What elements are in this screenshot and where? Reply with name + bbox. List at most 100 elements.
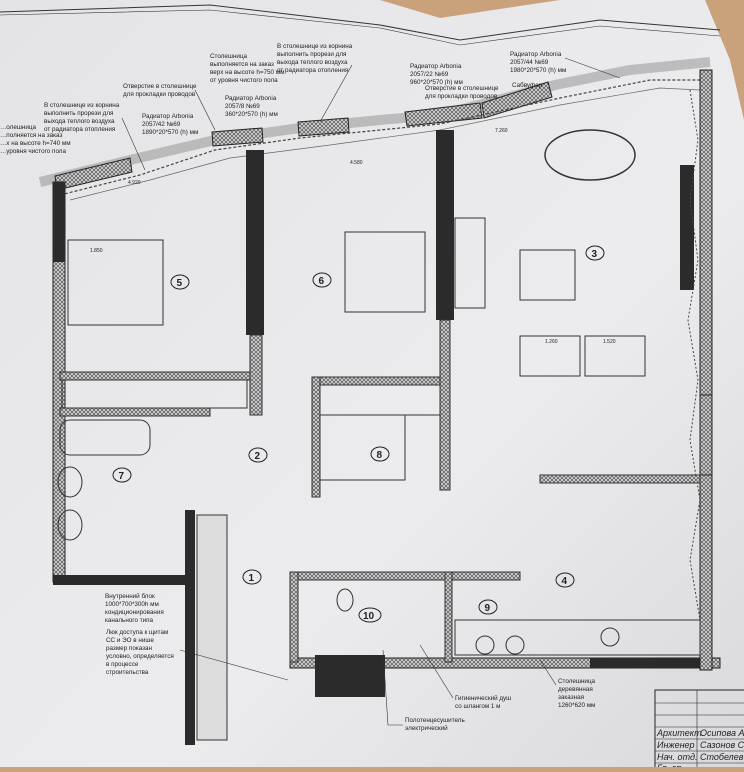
wall-segment [211, 127, 264, 147]
hob-icon [600, 627, 620, 647]
svg-text:…уровня чистого пола: …уровня чистого пола [0, 148, 66, 155]
note-hole-right: Отверстие в столешнице для прокладки про… [425, 85, 499, 100]
title-row: Архитект.Осипова А. [656, 728, 744, 738]
svg-text:Осипова А.: Осипова А. [700, 728, 744, 738]
svg-text:4: 4 [562, 576, 568, 587]
wall-6-low [249, 334, 263, 416]
svg-text:Сазонов С.: Сазонов С. [700, 740, 744, 750]
note-radiator-22: Радиатор Arbonia 2057/22 №69 960*20*570 … [410, 63, 463, 86]
room-8: 8 [370, 446, 390, 462]
site-contour [0, 4, 721, 41]
sink [57, 466, 83, 498]
svg-text:7.260: 7.260 [495, 128, 508, 134]
shaft [315, 655, 385, 697]
svg-text:выхода теплого воздуха: выхода теплого воздуха [277, 59, 348, 66]
bed-room-5 [67, 239, 164, 326]
coffee-table [519, 249, 576, 301]
wall-8-top [314, 376, 446, 386]
svg-text:…олешница: …олешница [0, 124, 36, 131]
svg-text:выполняется на заказ: выполняется на заказ [210, 61, 274, 68]
svg-text:размер показан: размер показан [106, 645, 153, 652]
svg-text:1.260: 1.260 [545, 339, 558, 345]
room-labels: 5 6 3 2 8 7 1 4 10 9 [112, 245, 605, 623]
svg-text:В столешнице из корнина: В столешнице из корнина [277, 43, 353, 50]
svg-text:Внутренний блок: Внутренний блок [105, 592, 155, 600]
svg-text:4.920: 4.920 [128, 180, 141, 186]
svg-text:Радиатор Arbonia: Радиатор Arbonia [410, 63, 462, 70]
room-5: 5 [170, 274, 190, 290]
svg-text:выполнить прорези для: выполнить прорези для [277, 51, 346, 58]
dimensions: 4.920 4.580 7.260 1.850 1.260 1.520 [90, 128, 616, 345]
wall-corridor-left [185, 510, 195, 745]
svg-text:Гл. сп…: Гл. сп… [657, 763, 690, 767]
exterior-wall-bottom [289, 657, 721, 669]
svg-text:Радиатор Arbonia: Радиатор Arbonia [510, 51, 562, 58]
room-10: 10 [358, 607, 382, 623]
room-3: 3 [585, 245, 605, 261]
svg-text:Отверстие в столешнице: Отверстие в столешнице [425, 85, 499, 92]
svg-text:СС и ЭО в нише: СС и ЭО в нише [106, 637, 154, 644]
dining-table [544, 129, 636, 181]
svg-text:выполнить прорези для: выполнить прорези для [44, 110, 113, 117]
svg-text:деревянная: деревянная [558, 686, 593, 693]
note-wood-countertop: Столешница деревянная заказная 1260*620 … [539, 659, 596, 709]
svg-text:условно, определяется: условно, определяется [106, 653, 174, 660]
wall-segment [297, 117, 350, 137]
site-contour-inner [0, 9, 721, 46]
room-1: 1 [242, 569, 262, 585]
svg-text:1980*20*570 (h) мм: 1980*20*570 (h) мм [510, 67, 566, 74]
svg-text:Гигиенический душ: Гигиенический душ [455, 694, 511, 702]
note-radiator-42: Радиатор Arbonia 2057/42 №69 1890*20*570… [142, 113, 198, 136]
washer-icon [505, 635, 525, 655]
room-2: 2 [248, 447, 268, 463]
svg-text:9: 9 [485, 603, 491, 614]
room-4: 4 [555, 572, 575, 588]
wall-6-3 [436, 130, 454, 320]
svg-text:1.850: 1.850 [90, 248, 103, 254]
title-row: Гл. сп… [657, 763, 690, 772]
svg-text:7: 7 [119, 471, 125, 482]
svg-text:Столешница: Столешница [558, 678, 596, 685]
exterior-wall-bottom-dark [590, 658, 700, 668]
curtain-line [69, 87, 701, 201]
wall-bath10-side [289, 571, 299, 663]
svg-text:канального типа: канального типа [105, 617, 154, 624]
note-slots-left: В столешнице из корнина выполнить прорез… [44, 102, 146, 171]
svg-text:Радиатор Arbonia: Радиатор Arbonia [142, 113, 194, 120]
svg-text:…х на высоте h=740 мм: …х на высоте h=740 мм [0, 140, 71, 147]
note-slots-right: В столешнице из корнина выполнить прорез… [277, 43, 353, 123]
svg-text:со шлангом 1 м: со шлангом 1 м [455, 703, 501, 710]
wall-8-left [311, 376, 321, 498]
wall-bath-row2 [59, 407, 211, 417]
room-7: 7 [112, 467, 132, 483]
svg-text:от уровня чистого пола: от уровня чистого пола [210, 77, 278, 84]
svg-text:Полотенцесушитель: Полотенцесушитель [405, 717, 465, 724]
svg-text:Нач. отд.: Нач. отд. [657, 752, 697, 762]
wall-8-side [439, 319, 451, 491]
svg-text:2057/22 №69: 2057/22 №69 [410, 71, 449, 78]
svg-text:в процессе: в процессе [106, 661, 139, 668]
wall-bath9-side [444, 571, 453, 663]
sink [57, 509, 83, 541]
svg-text:2057/8 №69: 2057/8 №69 [225, 103, 260, 110]
sofa [454, 217, 486, 309]
title-row: Нач. отд.Стобелев В. [657, 752, 744, 762]
kitchen-counter [454, 619, 701, 656]
svg-text:10: 10 [363, 611, 375, 622]
annotations: …олешница …полняется на заказ …х на высо… [0, 43, 621, 732]
svg-text:1.520: 1.520 [603, 339, 616, 345]
note-radiator-8: Радиатор Arbonia 2057/8 №69 360*20*570 (… [225, 95, 278, 118]
svg-text:1000*700*300h мм: 1000*700*300h мм [105, 601, 159, 608]
svg-text:4.580: 4.580 [350, 160, 363, 166]
note-hole-left: Отверстие в столешнице для прокладки про… [123, 83, 216, 131]
svg-text:строительства: строительства [106, 669, 149, 676]
wardrobe-8b [319, 414, 406, 481]
svg-text:для прокладки проводов: для прокладки проводов [123, 91, 196, 98]
svg-text:Инженер: Инженер [657, 740, 695, 750]
svg-text:…полняется на заказ: …полняется на заказ [0, 132, 62, 139]
wall-bottom-left [53, 575, 193, 585]
svg-text:для прокладки проводов: для прокладки проводов [425, 93, 498, 100]
svg-text:Столешница: Столешница [210, 53, 248, 60]
note-towel-dryer: Полотенцесушитель электрический [382, 649, 465, 732]
